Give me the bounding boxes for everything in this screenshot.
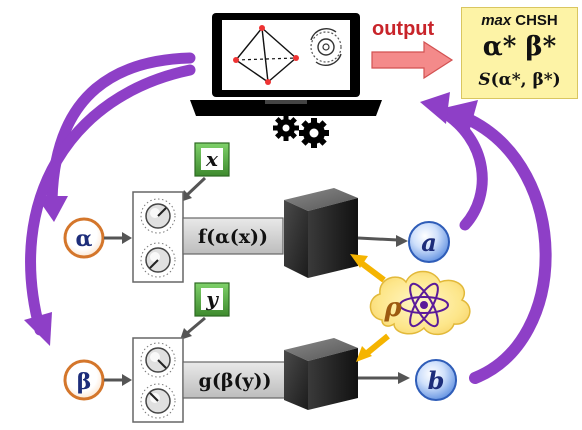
purple-arrow-b-to-laptop	[444, 100, 552, 384]
x-label: x	[205, 147, 219, 171]
source-to-top-box-arrow	[350, 254, 386, 283]
score-expression: S(α*, β*)	[462, 70, 577, 90]
y-label: y	[205, 287, 219, 311]
knob-icon	[140, 242, 176, 278]
purple-arrow-a-to-laptop	[420, 92, 488, 231]
black-box-icon	[284, 338, 358, 410]
score-args: (α*, β*)	[490, 70, 561, 90]
laptop-icon	[190, 13, 382, 116]
beta-arrow	[104, 374, 132, 386]
source-to-bottom-box-arrow	[356, 333, 390, 362]
knob-icon	[140, 198, 176, 234]
optimal-params: α* β*	[482, 32, 557, 62]
b-label: b	[428, 366, 445, 395]
box-to-b-arrow	[358, 372, 410, 384]
a-node: a	[408, 221, 450, 263]
alpha-node: α	[63, 217, 105, 259]
x-input-box: x	[194, 142, 230, 177]
b-node: b	[415, 359, 457, 401]
output-arrow	[371, 40, 454, 80]
refresh-gear-icon	[310, 28, 342, 66]
cloud-icon	[369, 270, 471, 336]
g-label: g(β(y))	[199, 370, 272, 392]
knob-panel-top	[132, 191, 184, 283]
score-prefix: S	[478, 70, 491, 90]
atom-icon	[399, 282, 449, 328]
output-label: output	[372, 18, 435, 40]
box-to-a-arrow	[357, 235, 408, 247]
knob-icon	[140, 342, 176, 378]
alpha-arrow	[104, 232, 132, 244]
beta-node: β	[63, 359, 105, 401]
beta-label: β	[77, 369, 92, 395]
purple-arrow-laptop-to-beta	[24, 64, 196, 346]
black-box-icon	[284, 188, 358, 278]
knob-icon	[140, 383, 176, 419]
knob-panel-bottom	[132, 337, 184, 423]
a-label: a	[421, 228, 437, 257]
gears-icon	[273, 115, 329, 148]
rho-label: ρ	[383, 293, 402, 323]
tetrahedron-icon	[233, 25, 299, 85]
y-input-box: y	[194, 282, 230, 317]
max-word: max	[481, 12, 512, 29]
y-arrow	[180, 316, 206, 340]
f-label: f(α(x))	[198, 226, 268, 248]
chsh-word: CHSH	[515, 12, 558, 29]
f-function-bar: f(α(x))	[182, 217, 284, 255]
g-function-bar: g(β(y))	[182, 361, 288, 399]
alpha-label: α	[76, 226, 93, 252]
